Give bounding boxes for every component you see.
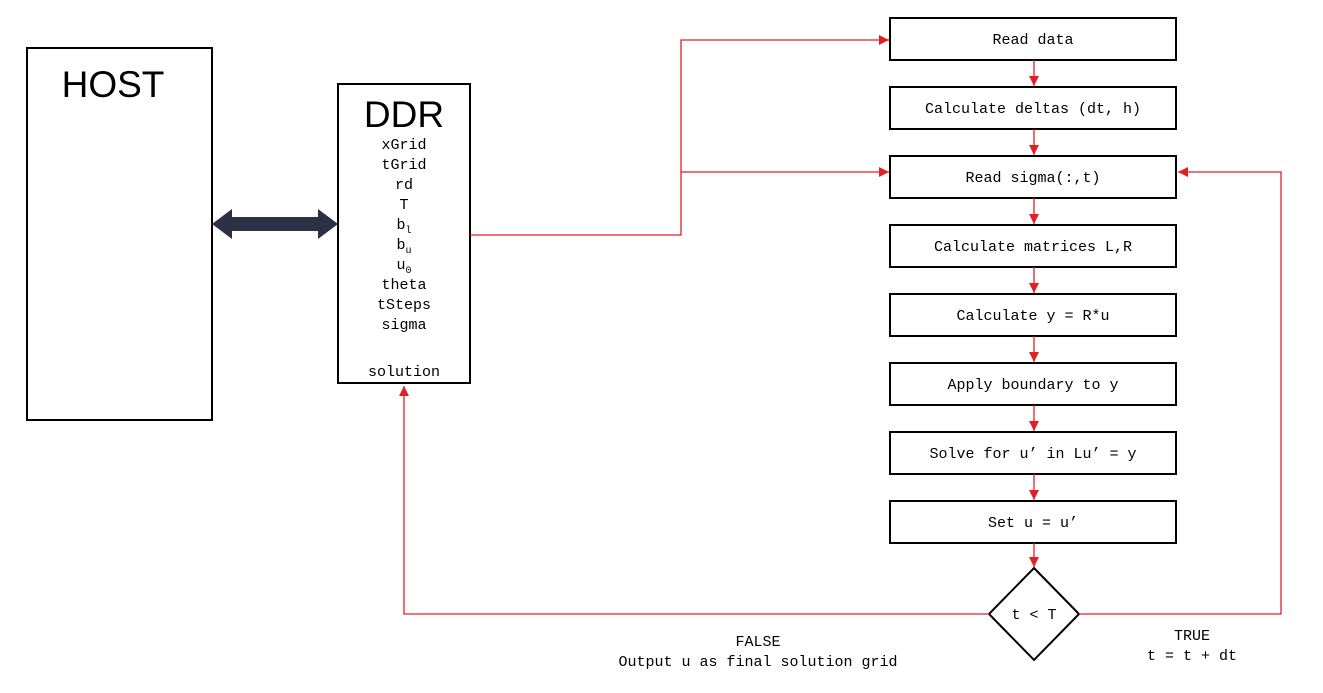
process-step-label: Apply boundary to y [947,377,1118,394]
process-step-label: Calculate deltas (dt, h) [925,101,1141,118]
false-branch-action: Output u as final solution grid [618,654,897,671]
ddr-variable: u0 [396,257,411,277]
true-loop-arrow [1079,167,1282,615]
ddr-variable: tSteps [377,297,431,314]
host-ddr-link-arrow [212,209,338,239]
host-block: HOST [26,47,213,421]
host-title: HOST [62,64,165,105]
process-step: Calculate matrices L,R [889,224,1177,268]
ddr-block: DDR xGridtGridrdTblbuu0thetatStepssigma … [337,83,471,384]
ddr-variable: sigma [381,317,426,334]
process-step: Read sigma(:,t) [889,155,1177,199]
process-step-label: Read sigma(:,t) [965,170,1100,187]
process-step: Read data [889,17,1177,61]
process-step-label: Set u = u’ [988,515,1078,532]
process-step: Set u = u’ [889,500,1177,544]
false-branch-label: FALSE [735,634,780,651]
ddr-variable: T [399,197,408,214]
false-output-arrow [399,386,989,615]
decision-node: t < T [987,566,1081,662]
process-step-label: Read data [992,32,1073,49]
process-step: Solve for u’ in Lu’ = y [889,431,1177,475]
ddr-variable: bl [396,217,411,237]
ddr-variable: tGrid [381,157,426,174]
ddr-variable: theta [381,277,426,294]
true-branch-label: TRUE [1174,628,1210,645]
process-step: Calculate y = R*u [889,293,1177,337]
process-step-label: Calculate y = R*u [956,308,1109,325]
true-branch-action: t = t + dt [1147,648,1237,665]
process-step-label: Calculate matrices L,R [934,239,1132,256]
ddr-output-label: solution [368,364,440,381]
ddr-title: DDR [364,94,444,135]
ddr-variable: rd [395,177,413,194]
process-step: Apply boundary to y [889,362,1177,406]
process-step-label: Solve for u’ in Lu’ = y [929,446,1136,463]
ddr-variable: bu [396,237,411,257]
decision-condition: t < T [1011,607,1056,624]
ddr-variable: xGrid [381,137,426,154]
ddr-to-read-data-arrow [470,35,889,236]
process-step: Calculate deltas (dt, h) [889,86,1177,130]
